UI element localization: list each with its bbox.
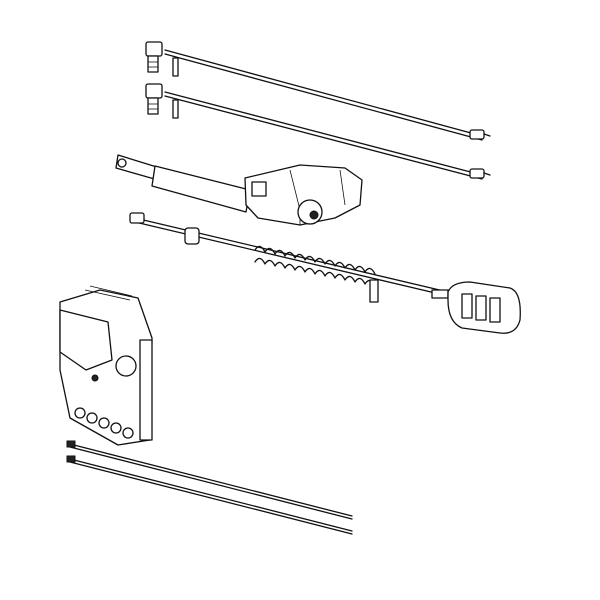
cable-1 bbox=[145, 41, 491, 141]
linear-actuator bbox=[115, 154, 363, 226]
cable-tie-1 bbox=[66, 440, 353, 520]
cable-tie-2 bbox=[66, 455, 353, 535]
cable-2 bbox=[145, 83, 491, 180]
control-box bbox=[59, 285, 153, 446]
hand-control bbox=[129, 212, 521, 334]
